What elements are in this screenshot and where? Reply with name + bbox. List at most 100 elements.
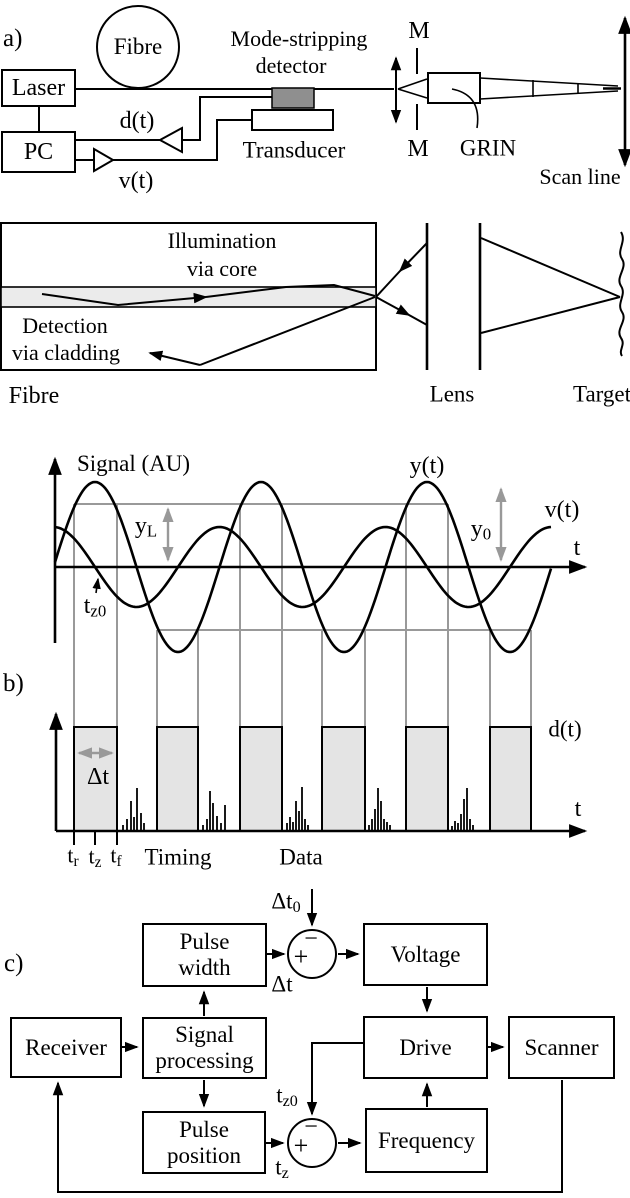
illumination-ray-arrow xyxy=(41,292,208,307)
focus-ray-upper xyxy=(480,237,621,298)
panel-c-tag: c) xyxy=(4,950,24,977)
detection-ray-1 xyxy=(199,296,376,366)
illumination-label-1: Illumination xyxy=(167,228,277,253)
timing-label: Timing xyxy=(144,844,212,870)
panel-b-t-label: t xyxy=(574,796,582,822)
drive-box: Drive xyxy=(363,1016,488,1079)
voltage-box: Voltage xyxy=(363,923,488,986)
return-ray-tail xyxy=(375,270,401,298)
delta-t-c-label: Δt xyxy=(271,971,293,997)
pulse-rect xyxy=(73,726,118,832)
beam-taper-bottom xyxy=(479,90,619,100)
panel-c-lines xyxy=(52,889,563,1193)
mode-stripping-label-2: detector xyxy=(255,53,327,78)
v-curve-label: v(t) xyxy=(544,497,580,523)
cone-upper xyxy=(397,78,428,90)
tz0-c-label: tz0 xyxy=(276,1082,298,1111)
tz-c-label: tz xyxy=(275,1154,289,1183)
sum-top-plus-sign: + xyxy=(293,942,309,971)
data-label: Data xyxy=(279,844,323,870)
focus-ray-lower xyxy=(480,296,621,334)
grin-label: GRIN xyxy=(459,135,517,161)
laser-label: Laser xyxy=(11,74,66,101)
tz0-label: tz0 xyxy=(83,592,107,621)
sum-bottom-minus-sign: − xyxy=(304,1114,318,1140)
d-signal-label: d(t) xyxy=(119,108,155,134)
plot-axes xyxy=(48,456,588,643)
target-label: Target xyxy=(573,381,630,407)
data-spikes xyxy=(122,787,474,831)
mirror-top-label: M xyxy=(408,18,430,44)
voltage-label: Voltage xyxy=(390,941,461,967)
pulse-rect xyxy=(405,726,449,832)
drive-feedback-to-sum xyxy=(306,1042,363,1116)
tz-label: tz xyxy=(88,843,102,871)
fibre-label: Fibre xyxy=(8,383,60,409)
frequency-label: Frequency xyxy=(377,1127,476,1153)
timing-grid-lines xyxy=(73,504,532,727)
mirror-bottom-label: M xyxy=(407,136,429,162)
illumination-ray-tail xyxy=(205,283,376,298)
plot-t-label: t xyxy=(573,535,581,561)
mode-stripping-detector-box xyxy=(271,87,315,109)
pulse-rect xyxy=(239,726,283,832)
delta-t-label: Δt xyxy=(86,764,110,790)
pulse-rect xyxy=(489,726,532,832)
grin-leader-line xyxy=(451,88,479,129)
scanner-box: Scanner xyxy=(508,1016,615,1079)
exit-ray-tail xyxy=(408,314,428,326)
lens-label: Lens xyxy=(429,381,475,407)
target-surface-squiggle xyxy=(618,231,625,357)
frequency-box: Frequency xyxy=(365,1108,488,1173)
drive-label: Drive xyxy=(399,1034,452,1060)
v-wire-2 xyxy=(113,119,252,161)
y0-label: y0 xyxy=(470,515,492,544)
plot-threshold-lines xyxy=(74,503,531,631)
sum-top-minus-sign: − xyxy=(304,926,318,952)
exit-ray-arrow xyxy=(375,296,411,316)
pulse-rect xyxy=(321,726,366,832)
panel-a-lines xyxy=(38,15,630,173)
scanner-label: Scanner xyxy=(524,1034,599,1060)
pulse-rect xyxy=(156,726,199,832)
d-t-label: d(t) xyxy=(548,716,582,742)
transducer-box xyxy=(251,109,334,131)
scan-line-label: Scan line xyxy=(539,164,621,189)
tf-label: tf xyxy=(110,842,122,870)
scanner-feedback-to-receiver xyxy=(52,1080,563,1193)
tz0-pointer-arrow xyxy=(92,577,101,594)
receiver-label: Receiver xyxy=(25,1034,107,1060)
delta-t0-label: Δt0 xyxy=(271,888,301,917)
plot-title: Signal (AU) xyxy=(77,451,191,476)
illumination-label-2: via core xyxy=(186,256,258,281)
sum-bottom-plus-sign: + xyxy=(293,1131,309,1160)
sum-junction-bottom xyxy=(287,1118,337,1168)
pc-box: PC xyxy=(1,131,76,173)
fibre-coil-label: Fibre xyxy=(113,34,163,60)
transducer-label: Transducer xyxy=(242,137,346,163)
cone-lower xyxy=(397,88,428,99)
return-ray-arrow xyxy=(398,242,428,273)
d-wire-2 xyxy=(182,96,272,141)
amplifier-right-icon xyxy=(93,147,115,173)
v-signal-label: v(t) xyxy=(118,168,154,194)
tr-label: tr xyxy=(67,842,79,870)
detection-label-1: Detection xyxy=(22,313,108,338)
mode-stripping-label-1: Mode-stripping xyxy=(230,26,368,51)
pc-label: PC xyxy=(23,138,54,165)
fibre-coil: Fibre xyxy=(96,5,180,89)
receiver-box: Receiver xyxy=(10,1017,122,1078)
laser-box: Laser xyxy=(1,69,76,107)
panel-b-axes xyxy=(49,711,588,845)
sum-junction-top xyxy=(287,929,337,979)
y-curve-label: y(t) xyxy=(409,453,445,479)
detection-label-2: via cladding xyxy=(11,340,121,365)
yL-label: yL xyxy=(134,512,158,541)
